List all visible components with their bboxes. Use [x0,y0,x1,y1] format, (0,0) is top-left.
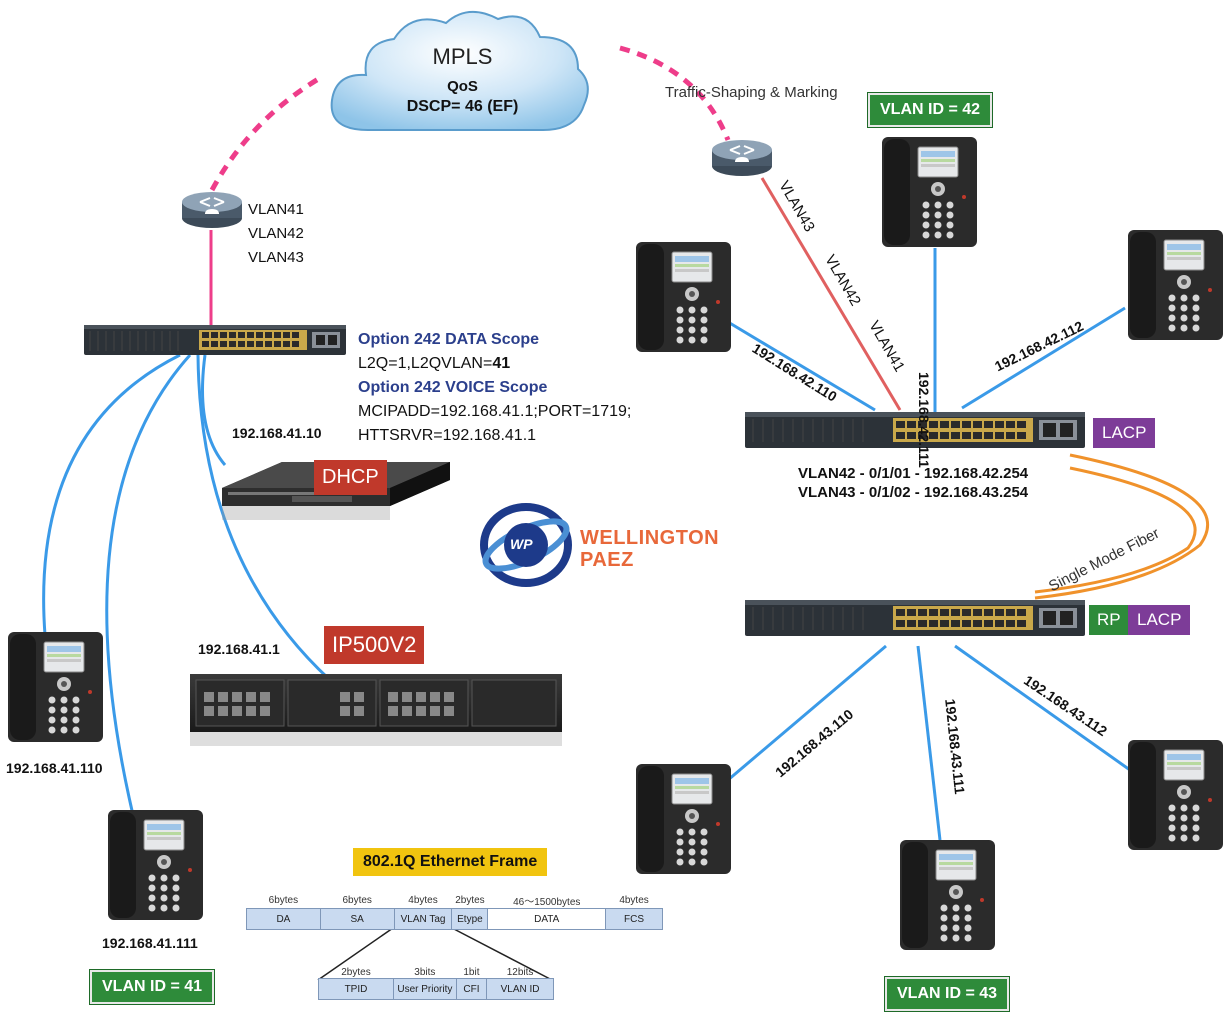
router-vlan-42: VLAN42 [248,225,304,242]
frame-field-row: DA SA VLAN Tag Etype DATA FCS [246,908,663,930]
cloud-dscp: DSCP= 46 (EF) [406,98,519,115]
ip-phone-icon [882,137,977,247]
frame-size: 6bytes [342,895,372,906]
link-phone-42-112 [961,306,1126,410]
tag-size-row: 2bytes 3bits 1bit 12bits [319,966,554,979]
option-data-title: Option 242 DATA Scope [358,331,540,348]
link-phone-1 [42,353,181,636]
mpls-link-right [619,45,731,141]
mpls-link-left [209,75,322,192]
frame-title: 802.1Q Ethernet Frame [353,848,548,876]
frame-field: FCS [605,908,663,930]
lacp-badge-top: LACP [1093,418,1156,448]
router-vlan-43: VLAN43 [248,249,304,266]
vlan-tag-table: 2bytes 3bits 1bit 12bits TPID User Prior… [318,966,554,1000]
ip-phone-icon [8,632,103,742]
option-voice-line1: MCIPADD=192.168.41.1;PORT=1719; [358,403,632,420]
tag-field: CFI [455,978,488,1000]
frame-field: DATA [487,908,607,930]
ip-phone-icon [1128,230,1223,340]
option-data-value: L2Q=1,L2QVLAN=41 [358,352,631,376]
frame-field: SA [319,908,395,930]
ip-phone-icon [1128,740,1223,850]
frame-field: VLAN Tag [393,908,453,930]
router-vlan-list: VLAN41 VLAN42 VLAN43 [248,198,304,270]
ip-phone-icon [900,840,995,950]
tag-field-row: TPID User Priority CFI VLAN ID [318,978,554,1000]
frame-field: DA [246,908,321,930]
tag-size: 2bytes [341,966,371,978]
ip500-ip-label: 192.168.41.1 [198,641,280,657]
fiber-link-1 [1034,453,1210,600]
tag-field: VLAN ID [486,978,554,1000]
ip500-badge: IP500V2 [324,626,425,664]
logo-line2: PAEZ [580,549,634,571]
trunk-link [760,177,902,411]
switch-vlan42-line: VLAN42 - 0/1/01 - 192.168.42.254 [798,465,1029,482]
option-data-prefix: L2Q=1,L2QVLAN= [358,355,493,372]
link-ip500 [196,354,332,682]
wellington-paez-logo-icon [480,503,572,587]
router-icon-right [712,140,772,176]
phone-42-111-ip: 192.168.42.111 [916,372,932,468]
dhcp-ip-label: 192.168.41.10 [232,425,322,441]
mpls-cloud-icon [330,11,589,131]
frame-size: 4bytes [408,895,438,906]
tag-size: 12bits [506,966,534,978]
frame-table: 6bytes 6bytes 4bytes 2bytes 46～1500bytes… [246,893,663,930]
cloud-title: MPLS [432,44,493,69]
lacp-badge-bottom: LACP [1128,605,1191,635]
fiber-link-2 [1034,466,1197,594]
router-vlan-41: VLAN41 [248,201,304,218]
tag-size: 3bits [414,966,436,978]
switch-icon-right-bottom [745,600,1085,636]
phone-41-110-ip: 192.168.41.110 [6,760,103,776]
vlan-42-badge: VLAN ID = 42 [868,93,993,127]
cloud-qos: QoS [447,78,478,95]
frame-size: 2bytes [455,895,485,906]
tag-field: TPID [318,978,394,1000]
switch-icon-right-top [745,412,1085,448]
ip500-chassis-icon [190,674,562,746]
link-phone-43-111 [916,645,942,841]
link-dhcp [201,354,227,466]
frame-size: 46～1500bytes [513,897,581,908]
ip-phone-icon [636,242,731,352]
ip-phone-icon [108,810,203,920]
frame-size-row: 6bytes 6bytes 4bytes 2bytes 46～1500bytes… [247,893,663,909]
link-phone-43-110 [727,644,887,782]
vlan-41-badge: VLAN ID = 41 [90,970,215,1004]
option-voice-line2: HTTSRVR=192.168.41.1 [358,427,537,444]
vlan-43-badge: VLAN ID = 43 [885,977,1010,1011]
logo-line1: WELLINGTON [580,527,720,549]
traffic-shaping-label: Traffic-Shaping & Marking [665,84,838,101]
router-icon-left [182,192,242,228]
logo-mark: WP [510,536,533,552]
dhcp-badge: DHCP [314,460,387,495]
switch-icon-left [84,325,346,355]
phone-41-111-ip: 192.168.41.111 [102,935,198,951]
frame-size: 6bytes [268,895,299,906]
rp-badge: RP [1089,605,1129,635]
frame-expand-left [317,927,394,981]
link-phone-42-110 [727,320,876,412]
tag-size: 1bit [463,966,480,978]
link-phone-43-112 [954,644,1131,772]
dhcp-options-block: Option 242 DATA Scope L2Q=1,L2QVLAN=41 O… [358,328,631,448]
link-phone-2 [105,353,192,816]
switch-vlan43-line: VLAN43 - 0/1/02 - 192.168.43.254 [798,484,1029,501]
ip-phone-icon [636,764,731,874]
tag-field: User Priority [392,978,457,1000]
option-voice-title: Option 242 VOICE Scope [358,379,548,396]
option-data-vlan: 41 [492,355,511,372]
frame-field: Etype [451,908,489,930]
frame-expand-right [451,927,553,981]
frame-size: 4bytes [619,895,649,906]
